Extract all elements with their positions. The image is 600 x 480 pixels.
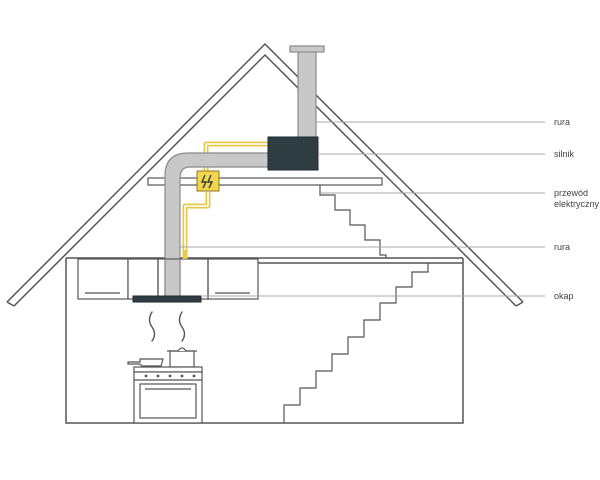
duct-through-cabinet (165, 259, 180, 299)
lightning-icon (200, 174, 214, 189)
knob-3 (168, 374, 172, 378)
steam-left (148, 311, 156, 342)
roof-inner (13, 53, 517, 307)
leader-lines (180, 121, 545, 297)
kitchen-cabinets (77, 258, 259, 300)
roof-outer (6, 42, 524, 303)
upper-stairs (319, 185, 387, 258)
attic-platform (147, 177, 383, 186)
walls-outline (65, 258, 464, 424)
label-pipe-top: rura (554, 117, 570, 127)
attic-platform-board (147, 177, 383, 186)
motor-unit (267, 136, 319, 171)
pot-lid-knob (177, 347, 187, 352)
lower-stairs (283, 263, 429, 423)
roof-pipe-cap (289, 45, 325, 53)
cooker-hood (132, 295, 202, 303)
roof-pipe (297, 49, 317, 141)
cabinet-1 (77, 258, 129, 300)
electric-box (196, 170, 220, 192)
pot (169, 350, 195, 368)
label-cable-line2: elektryczny (554, 199, 600, 209)
roof-left-end (6, 301, 15, 307)
knob-2 (156, 374, 160, 378)
stove-knobs (144, 374, 196, 378)
label-motor: silnik (554, 149, 575, 159)
cabinet-4 (207, 258, 259, 300)
house-walls (65, 257, 464, 424)
roof (6, 42, 524, 307)
steam-right (178, 311, 186, 342)
knob-5 (192, 374, 196, 378)
stove (127, 347, 203, 424)
steam (148, 311, 186, 342)
roof-right-end (515, 301, 524, 307)
label-hood: okap (554, 291, 574, 301)
knob-4 (180, 374, 184, 378)
cooktop (133, 366, 203, 373)
frying-pan (127, 358, 164, 367)
cable-lower (182, 192, 211, 250)
oven-door (139, 383, 197, 419)
knob-1 (144, 374, 148, 378)
label-cable-line1: przewód (554, 188, 588, 198)
label-pipe-bottom: rura (554, 242, 570, 252)
cabinet-2 (127, 258, 159, 300)
